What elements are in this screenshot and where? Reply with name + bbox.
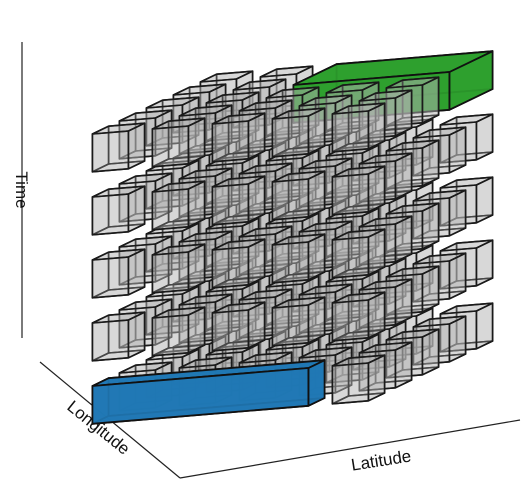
grey-cube: [151, 306, 206, 357]
front-face: [91, 130, 130, 173]
latitude-axis-label: Latitude: [350, 446, 413, 474]
grey-cube: [331, 354, 386, 405]
grey-cube: [385, 139, 440, 190]
grey-cube: [331, 165, 386, 216]
front-face: [331, 236, 370, 279]
grey-cube: [118, 109, 173, 160]
grey-cube: [271, 233, 326, 284]
front-face: [91, 193, 130, 236]
grey-cube: [211, 301, 266, 352]
front-face: [271, 304, 310, 347]
front-face: [331, 299, 370, 342]
grey-cube: [91, 122, 146, 173]
blue-block: [91, 359, 326, 425]
grey-cube: [199, 322, 254, 373]
grey-cube: [211, 175, 266, 226]
grey-cube: [331, 228, 386, 279]
green-block: [292, 50, 494, 124]
grey-cube: [331, 102, 386, 153]
front-face: [151, 251, 190, 294]
front-face: [91, 367, 310, 425]
grey-cube: [211, 238, 266, 289]
grey-cube: [91, 311, 146, 362]
front-face: [151, 188, 190, 231]
grey-cube: [271, 107, 326, 158]
front-face: [271, 115, 310, 158]
front-face: [91, 319, 130, 362]
grey-cube: [271, 296, 326, 347]
grey-cube: [178, 293, 233, 344]
grey-cube: [358, 89, 413, 140]
grey-cube: [439, 113, 494, 164]
latitude-axis-line: [179, 419, 521, 479]
front-face: [292, 71, 451, 124]
front-face: [151, 314, 190, 357]
front-face: [271, 178, 310, 221]
front-face: [331, 110, 370, 153]
front-face: [211, 120, 250, 163]
front-face: [211, 183, 250, 226]
grey-cube: [331, 291, 386, 342]
grey-cube: [91, 185, 146, 236]
grey-cube: [358, 152, 413, 203]
front-face: [271, 241, 310, 284]
front-face: [211, 309, 250, 352]
front-face: [331, 173, 370, 216]
grey-cube: [151, 243, 206, 294]
grey-cube: [91, 248, 146, 299]
front-face: [331, 362, 370, 405]
front-face: [151, 125, 190, 168]
front-face: [211, 246, 250, 289]
grey-cube: [358, 341, 413, 392]
cube-grid: [91, 50, 494, 425]
grey-cube: [151, 180, 206, 231]
grey-cube: [211, 112, 266, 163]
time-axis-label: Time: [12, 171, 31, 208]
grey-cube: [271, 170, 326, 221]
grey-cube: [178, 104, 233, 155]
grey-cube: [238, 288, 293, 339]
grey-cube: [151, 117, 206, 168]
front-face: [91, 256, 130, 299]
